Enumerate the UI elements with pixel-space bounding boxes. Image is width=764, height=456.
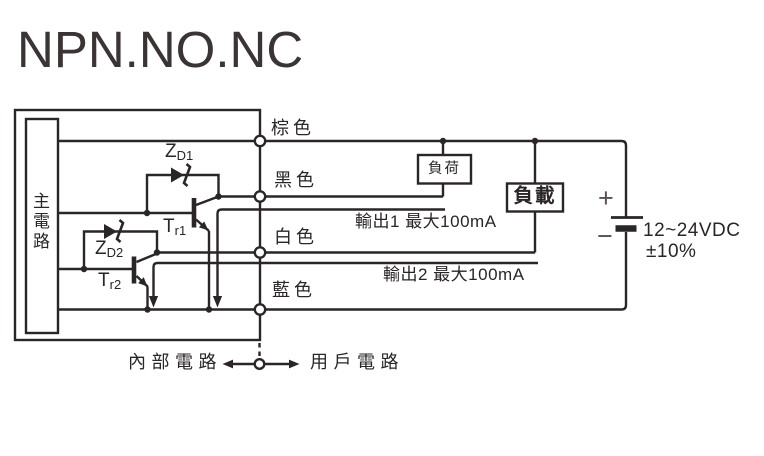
tr2-label-main: T (98, 270, 110, 291)
wire-terminals (253, 134, 267, 316)
tr2-label-sub: r2 (109, 277, 122, 292)
transistor-tr1-icon (58, 195, 219, 310)
transistor-tr2-icon (58, 252, 158, 310)
zener-diode-zd1-icon (171, 163, 192, 187)
zd2-label-sub: D2 (106, 245, 124, 260)
brown-wire (58, 139, 628, 218)
battery-minus-sign: − (597, 221, 613, 251)
main-circuit-label: 主電路 (30, 192, 49, 252)
black-terminal (253, 190, 267, 203)
battery-icon (611, 216, 643, 232)
tr1-label: Tr1 (163, 217, 186, 237)
battery-plus-sign: + (598, 183, 614, 213)
right-arrow-icon (289, 359, 300, 369)
tr1-label-main: T (163, 216, 175, 237)
internal-circuit-box (13, 108, 262, 342)
zener-diode-zd2-icon (104, 219, 125, 243)
zd1-label-sub: D1 (176, 148, 194, 163)
load1-box (416, 153, 473, 185)
supply-tolerance-label: ±10% (646, 241, 697, 262)
zd1-branch-wire (145, 173, 220, 213)
zd1-label-main: Z (165, 141, 177, 162)
zd1-label: ZD1 (165, 142, 193, 162)
output1-spec-label: 輸出1 最大100mA (355, 212, 497, 231)
circuit-divider-marker (222, 343, 300, 371)
white-terminal (253, 246, 267, 259)
brown-terminal (253, 134, 267, 148)
output1-current-arrow (212, 208, 445, 308)
supply-voltage-label: 12~24VDC (643, 220, 741, 241)
load2-label: 負載 (513, 185, 557, 208)
internal-circuit-label: 內部電路 (128, 352, 222, 372)
black-wire-label: 黑色 (274, 170, 318, 190)
brown-wire-label: 棕色 (271, 118, 315, 138)
junction-dots (80, 137, 539, 313)
load1-label: 負荷 (428, 160, 461, 177)
tr1-label-sub: r1 (174, 223, 187, 238)
tr2-label: Tr2 (98, 271, 121, 291)
page-title: NPN.NO.NC (17, 21, 304, 78)
white-wire-label: 白色 (274, 227, 318, 247)
output2-current-arrow (148, 261, 538, 308)
user-circuit-label: 用戶電路 (310, 352, 404, 372)
blue-wire (58, 232, 628, 311)
zd2-label-main: Z (95, 238, 107, 259)
blue-wire-label: 藍色 (272, 280, 316, 300)
zd2-label: ZD2 (95, 239, 123, 259)
load2-box (505, 182, 565, 213)
blue-terminal (253, 303, 267, 316)
left-arrow-icon (222, 359, 233, 369)
main-circuit-box (24, 117, 60, 335)
output2-spec-label: 輸出2 最大100mA (383, 265, 525, 284)
